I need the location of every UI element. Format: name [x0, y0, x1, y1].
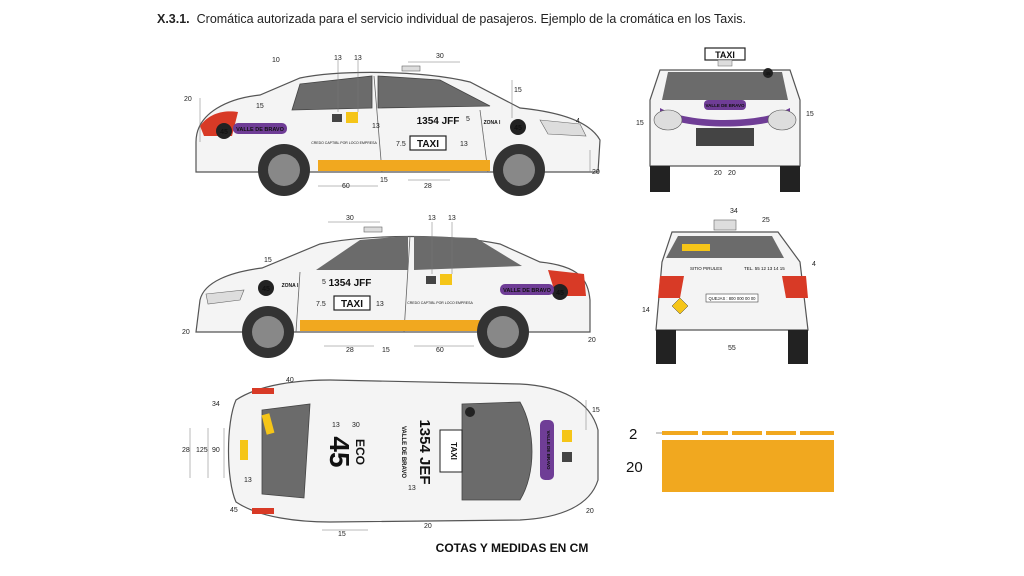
stripe-label-bottom: 20: [626, 459, 643, 476]
side-stripe: [318, 160, 490, 171]
dim-side2-1: 13: [428, 215, 436, 222]
dim-side1-2: 13: [354, 55, 362, 62]
eco-number-side1-front: 45: [514, 125, 522, 132]
dim-side2-9: 15: [382, 347, 390, 354]
page-heading: X.3.1. Cromática autorizada para el serv…: [157, 12, 746, 26]
dim-top-5: 13: [332, 422, 340, 429]
dim-side1-9: 7.5: [396, 141, 406, 148]
dim-side2-6: 13: [376, 301, 384, 308]
dim-top-9: 45: [230, 507, 238, 514]
rear-view: SITIO PIRULES TEL. 55 12 13 14 15 QUEJAS…: [642, 208, 816, 364]
side-view-right: 45 45 VALLE DE BRAVO 1354 JFF ZONA I TAX…: [184, 53, 601, 196]
plate-side1: 1354 JFF: [417, 116, 460, 127]
dim-top-7: 13: [408, 485, 416, 492]
taxi-sign-front: TAXI: [715, 50, 735, 60]
dim-side2-0: 30: [346, 215, 354, 222]
plate-top: 1354 JEF: [416, 419, 433, 484]
municipality-badge-top: VALLE DE BRAVO: [546, 430, 551, 470]
dim-side1-1: 13: [334, 55, 342, 62]
dim-side2-2: 13: [448, 215, 456, 222]
dim-top-4: 13: [244, 477, 252, 484]
dim-top-6: 30: [352, 422, 360, 429]
dim-side1-14: 20: [592, 169, 600, 176]
taxi-sign-side1: TAXI: [417, 139, 439, 150]
dim-side2-5: 7.5: [316, 301, 326, 308]
dim-front-2: 20: [714, 170, 722, 177]
dim-side1-0: 10: [272, 57, 280, 64]
taxi-sign-side2: TAXI: [341, 299, 363, 310]
dim-top-13: 40: [286, 377, 294, 384]
front-view: TAXI 45 VALLE DE BRAVO 15 15 20 20: [636, 47, 814, 192]
dim-side1-3: 30: [436, 53, 444, 60]
dim-side1-12: 15: [380, 177, 388, 184]
dim-top-11: 20: [586, 508, 594, 515]
eco-number-top: 45: [324, 436, 355, 467]
eco-number-side2-rear: 45: [556, 290, 564, 297]
dim-side2-8: 28: [346, 347, 354, 354]
side-stripe-left: [300, 320, 480, 331]
dim-side1-8: 13: [460, 141, 468, 148]
stripe-label-top: 2: [629, 426, 637, 443]
heading-number: X.3.1.: [157, 12, 190, 26]
dim-top-2: 125: [196, 447, 208, 454]
dim-rear-3: 55: [728, 345, 736, 352]
dim-side1-4: 20: [184, 96, 192, 103]
dim-side2-10: 60: [436, 347, 444, 354]
dim-rear-2: 14: [642, 307, 650, 314]
dim-rear-1: 25: [762, 217, 770, 224]
municipality-badge-front: VALLE DE BRAVO: [705, 103, 745, 108]
dim-side2-3: 15: [264, 257, 272, 264]
diagram-caption: COTAS Y MEDIDAS EN CM: [435, 541, 589, 555]
dim-side1-11: 60: [342, 183, 350, 190]
dim-top-8: 15: [338, 531, 346, 538]
dim-rear-4: 4: [812, 261, 816, 268]
municipality-badge-side2: VALLE DE BRAVO: [503, 288, 551, 294]
dim-side1-13: 28: [424, 183, 432, 190]
dim-side1-6: 15: [256, 103, 264, 110]
company-logo-side2: CREDO CAPTIBL POR LOCO EMPRESA: [407, 301, 473, 305]
taxi-sign-top: TAXI: [449, 442, 458, 460]
dim-side2-11: 20: [588, 337, 596, 344]
municipality-top: VALLE DE BRAVO: [400, 426, 406, 478]
eco-number-side2-front: 45: [262, 286, 270, 293]
eco-label-top: ECO: [353, 439, 367, 465]
rear-company-text: SITIO PIRULES: [690, 266, 722, 271]
plate-side2: 1354 JFF: [329, 278, 372, 289]
municipality-badge-side1: VALLE DE BRAVO: [236, 127, 284, 133]
dim-side1-10: 13: [372, 123, 380, 130]
dim-side1-15: 4: [576, 118, 580, 125]
dim-front-1: 15: [806, 111, 814, 118]
dim-side2-4: 5: [322, 279, 326, 286]
dim-top-12: 15: [592, 407, 600, 414]
rear-phone: TEL. 55 12 13 14 15: [744, 266, 785, 271]
eco-number-front: 45: [765, 71, 771, 76]
dim-top-0: 34: [212, 401, 220, 408]
dim-top-3: 90: [212, 447, 220, 454]
stripe-legend: 2 20: [626, 426, 834, 492]
zone-side1: ZONA I: [484, 120, 501, 126]
side-view-left: 45 45 VALLE DE BRAVO 1354 JFF ZONA I TAX…: [182, 215, 596, 358]
rear-complaints: QUEJAS : 800 000 00 00: [708, 296, 756, 301]
dim-side2-7: 20: [182, 329, 190, 336]
dim-side1-7: 5: [466, 116, 470, 123]
company-logo-side1: CREDO CAPTIBL POR LOCO EMPRESA: [311, 141, 377, 145]
dim-side1-5: 15: [514, 87, 522, 94]
dim-top-10: 20: [424, 523, 432, 530]
heading-text: Cromática autorizada para el servicio in…: [196, 12, 746, 26]
dim-front-3: 20: [728, 170, 736, 177]
dim-front-0: 15: [636, 120, 644, 127]
dim-rear-0: 34: [730, 208, 738, 215]
eco-number-side1-rear: 45: [220, 129, 228, 136]
zone-side2: ZONA I: [282, 283, 299, 289]
top-view: TAXI 45 ECO 1354 JEF VALLE DE BRAVO VALL…: [182, 377, 600, 538]
dim-top-1: 28: [182, 447, 190, 454]
